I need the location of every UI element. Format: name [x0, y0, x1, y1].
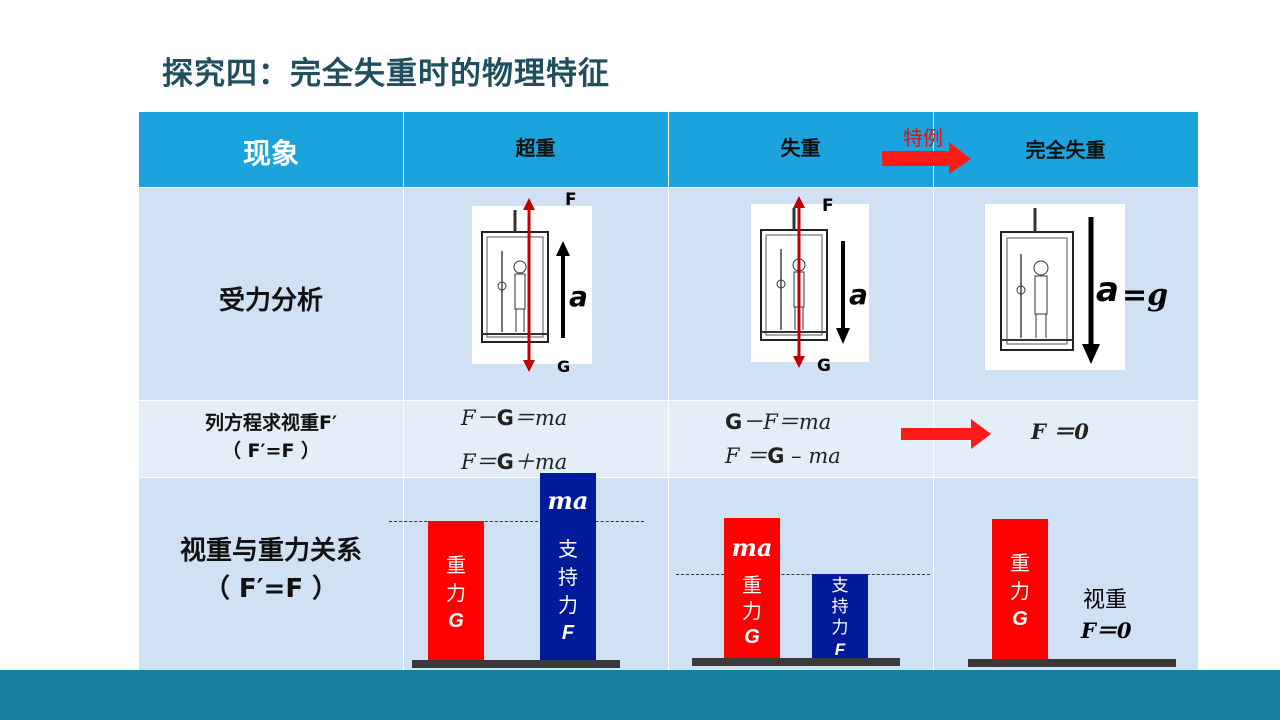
equation-overweight-2: F＝G＋ma: [461, 450, 568, 474]
force-label-G: G: [817, 356, 831, 376]
force-arrow-overweight: [523, 198, 535, 372]
ground-base: [412, 660, 620, 668]
force-label-F: F: [565, 190, 577, 210]
header-phenomenon: 现象: [242, 137, 299, 170]
acceleration-up-arrow-icon: [556, 241, 570, 338]
acceleration-label: a: [849, 278, 868, 311]
force-label-F: F: [822, 196, 834, 216]
footer-bar: [0, 670, 1280, 720]
acceleration-label: a: [569, 280, 588, 313]
header-complete-weightless: 完全失重: [1025, 138, 1106, 162]
special-case-arrow-icon: [882, 142, 971, 174]
equation-weightless-1: G－F＝ma: [725, 410, 832, 434]
row-label-force-analysis: 受力分析: [218, 286, 323, 316]
apparent-weight-zero: F＝0: [1081, 618, 1132, 643]
acceleration-label: a: [1096, 270, 1119, 310]
equation-complete: F ＝0: [1031, 419, 1089, 444]
ground-base: [692, 658, 900, 666]
apparent-weight-label: 视重: [1083, 588, 1128, 613]
force-label-G: G: [557, 357, 571, 376]
special-case-label: 特例: [903, 126, 943, 150]
elevator-complete-weightless-diagram: [985, 204, 1125, 370]
elevator-weightless-diagram: [751, 204, 869, 362]
ground-base: [968, 659, 1176, 667]
force-arrow-weightless: [793, 196, 805, 368]
row-label-equation: 列方程求视重F′ （ F′=F ）: [205, 412, 337, 462]
header-weightless: 失重: [780, 136, 821, 160]
header-overweight: 超重: [515, 136, 556, 160]
equation-weightless-2: F ＝G – ma: [725, 444, 841, 468]
acceleration-down-arrow-icon: [1082, 217, 1100, 364]
page-title: 探究四：完全失重时的物理特征: [162, 56, 610, 92]
elevator-overweight-diagram: [472, 206, 592, 364]
comparison-table: 现象 超重 失重 完全失重 特例 受力分析 列方程求视重F′ （ F′=F ） …: [139, 112, 1198, 675]
acceleration-down-arrow-icon: [836, 241, 850, 344]
implies-arrow-icon: [901, 419, 991, 449]
row-label-relation: 视重与重力关系 （ F′=F ）: [179, 536, 362, 604]
acceleration-equals-g: =g: [1122, 278, 1169, 313]
equation-overweight-1: F－G＝ma: [461, 406, 568, 430]
